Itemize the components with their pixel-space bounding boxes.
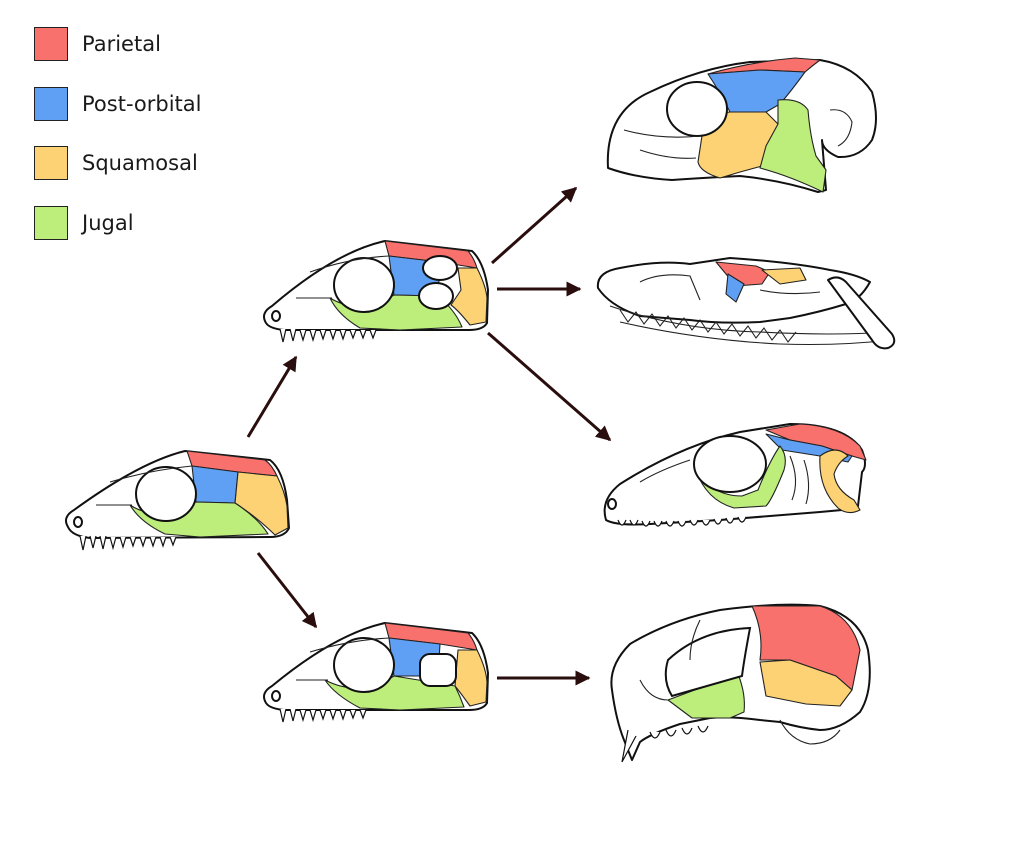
diapsid-orbit [333, 257, 395, 313]
anapsid-skull-icon [65, 450, 290, 551]
synapsid-teeth [279, 708, 367, 723]
anapsid-orbit [135, 466, 197, 522]
squamosal-swatch [34, 146, 68, 180]
mammal-orbit-region [664, 626, 752, 698]
snake-teeth [619, 309, 797, 343]
diapsid-lower-fenestra [418, 282, 454, 310]
legend-item-jugal: Jugal [34, 205, 202, 241]
legend-label-parietal: Parietal [82, 32, 161, 56]
mammal-skull-icon [610, 603, 871, 763]
legend-label-jugal: Jugal [82, 210, 134, 235]
legend-item-parietal: Parietal [34, 26, 202, 62]
legend-item-squamosal: Squamosal [34, 145, 202, 181]
diapsid-teeth [279, 328, 377, 343]
synapsid-temporal-fenestra [419, 653, 457, 687]
lizard-skull-icon [603, 423, 867, 527]
diapsid-skull-icon [263, 240, 489, 343]
synapsid-squamosal [454, 649, 488, 707]
legend-item-post-orbital: Post-orbital [34, 86, 202, 122]
mammal-squamosal [759, 659, 853, 707]
turtle-jugal [759, 99, 827, 193]
legend-label-squamosal: Squamosal [82, 151, 198, 175]
diapsid-squamosal [450, 267, 488, 326]
legend-label-post-orbital: Post-orbital [82, 91, 202, 116]
lizard-orbit [693, 435, 767, 493]
turtle-orbit [666, 81, 728, 137]
snake-quadrate [827, 276, 896, 350]
arrow-ancestral-to-synapsid [256, 552, 318, 629]
lizard-teeth [617, 516, 747, 527]
arrow-ancestral-to-diapsid [246, 355, 298, 438]
lizard-jugal [695, 445, 786, 509]
anapsid-postorbital [191, 465, 239, 504]
legend: Parietal Post-orbital Squamosal Jugal [34, 26, 202, 264]
anapsid-teeth [79, 535, 177, 551]
arrow-diapsid-to-lizard [487, 331, 612, 442]
synapsid-skull-icon [263, 622, 489, 723]
parietal-swatch [34, 27, 68, 61]
arrows [246, 186, 612, 686]
snake-skull-icon [596, 257, 896, 350]
synapsid-orbit [333, 637, 395, 693]
post-orbital-swatch [34, 86, 68, 121]
jugal-swatch [34, 205, 68, 240]
turtle-parietal [707, 57, 821, 75]
snake-squamosal [761, 267, 807, 285]
turtle-skull-icon [606, 57, 877, 193]
lizard-squamosal [819, 449, 861, 514]
synapsid-parietal [384, 622, 478, 651]
mammal-teeth [621, 725, 709, 763]
arrow-diapsid-to-turtle [491, 186, 578, 265]
diapsid-upper-fenestra [422, 255, 458, 281]
snake-postorbital [725, 273, 745, 303]
